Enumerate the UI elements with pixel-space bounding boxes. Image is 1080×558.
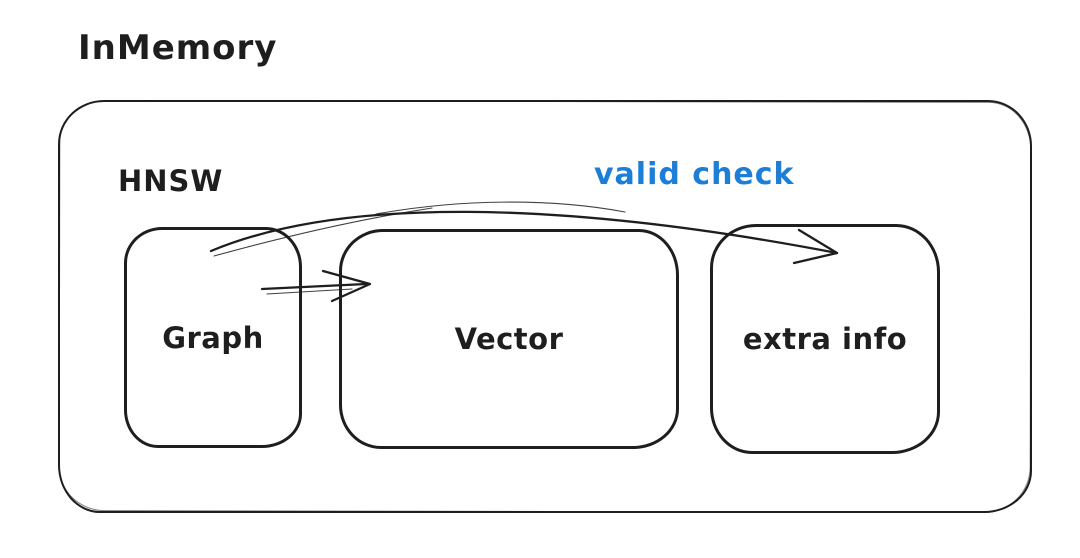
valid-check-arrow-label: valid check — [594, 157, 795, 192]
node-extra-info: extra info — [710, 224, 940, 454]
node-graph: Graph — [124, 227, 302, 448]
node-extra-info-label: extra info — [742, 322, 908, 356]
node-vector-label: Vector — [454, 322, 564, 356]
node-graph-label: Graph — [162, 320, 264, 355]
hnsw-container-label: HNSW — [118, 164, 224, 198]
diagram-title: InMemory — [78, 28, 278, 68]
node-vector: Vector — [339, 229, 679, 449]
hnsw-container: HNSW valid check Graph Vector extra info — [58, 100, 1032, 513]
